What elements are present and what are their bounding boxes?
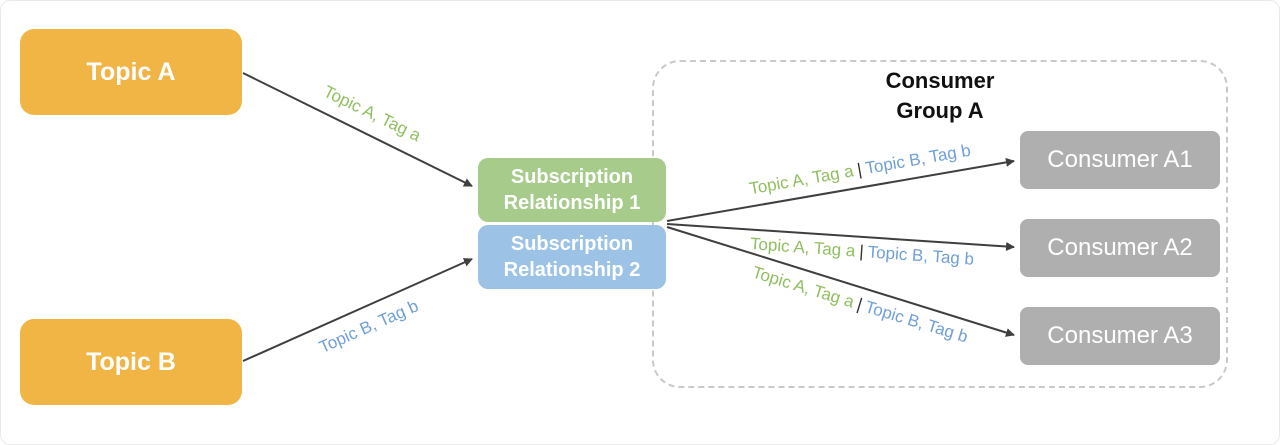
- edge-label-consumer-a1-separator: |: [855, 159, 864, 180]
- arrow-sub-to-consumer-a3: [666, 226, 1015, 337]
- consumer-group-title: Consumer Group A: [885, 68, 995, 123]
- arrow-sub-to-consumer-a2: [666, 223, 1015, 251]
- subscription-relationship-1-node: Subscription Relationship 1: [478, 158, 666, 222]
- topic-a-node: Topic A: [20, 29, 242, 115]
- subscription-relationship-1-label: Subscription Relationship 1: [503, 166, 641, 214]
- consumer-a1-node: Consumer A1: [1020, 131, 1220, 189]
- subscription-relationship-2-label: Subscription Relationship 2: [503, 233, 641, 281]
- topic-b-node: Topic B: [20, 319, 242, 405]
- consumer-a2-node: Consumer A2: [1020, 219, 1220, 277]
- consumer-a3-node: Consumer A3: [1020, 307, 1220, 365]
- consumer-a2-label: Consumer A2: [1047, 234, 1193, 262]
- subscription-relationship-2-node: Subscription Relationship 2: [478, 225, 666, 289]
- consumer-a3-label: Consumer A3: [1047, 322, 1193, 350]
- arrow-topic-a-to-sub1: [242, 72, 473, 187]
- arrow-sub-to-consumer-a1: [666, 157, 1015, 222]
- arrow-topic-b-to-sub2: [242, 258, 473, 362]
- edge-label-consumer-a2-separator: |: [858, 241, 865, 262]
- consumer-a1-label: Consumer A1: [1047, 146, 1193, 174]
- topic-b-label: Topic B: [86, 347, 176, 376]
- topic-a-label: Topic A: [86, 57, 176, 86]
- consumer-group-container: Consumer Group A: [652, 60, 1228, 388]
